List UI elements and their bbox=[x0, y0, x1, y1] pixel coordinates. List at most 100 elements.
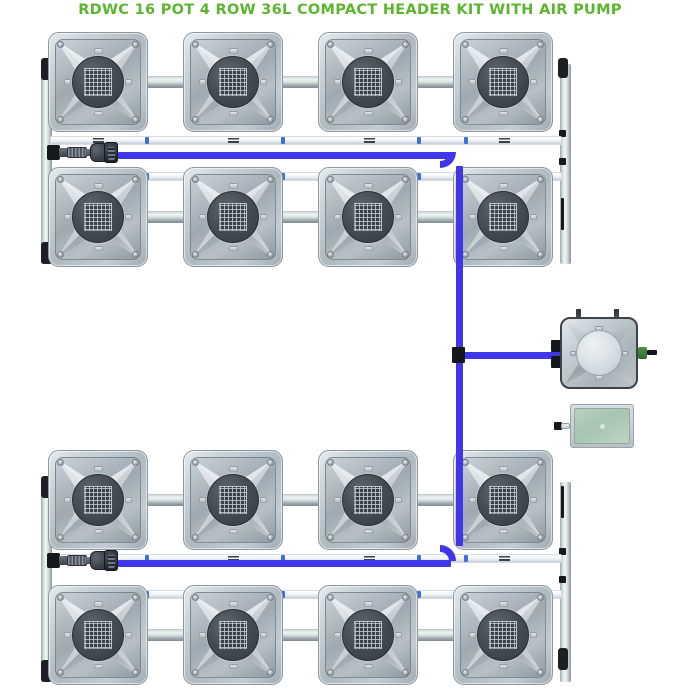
pot-r4c1[interactable] bbox=[48, 585, 148, 685]
pot-r2c1[interactable] bbox=[48, 167, 148, 267]
pot-tab-left bbox=[334, 497, 341, 503]
pot-tab-left bbox=[199, 79, 206, 85]
pot-lid[interactable] bbox=[207, 474, 259, 526]
pot-mesh-grid bbox=[84, 203, 112, 231]
pot-tab-right bbox=[125, 497, 132, 503]
pot-tab-right bbox=[260, 497, 267, 503]
valve-lower[interactable] bbox=[47, 550, 119, 571]
pot-tab-left bbox=[64, 214, 71, 220]
pot-corner-screw-tl bbox=[327, 594, 334, 601]
left-riser-bottom bbox=[41, 482, 52, 682]
pot-lid[interactable] bbox=[342, 474, 394, 526]
pot-tab-right bbox=[125, 214, 132, 220]
pot-corner-screw-br bbox=[132, 116, 139, 123]
pot-lid[interactable] bbox=[72, 191, 124, 243]
pot-tab-right bbox=[260, 79, 267, 85]
pot-tab-bottom bbox=[498, 246, 508, 251]
pot-corner-screw-tl bbox=[57, 594, 64, 601]
pot-lid[interactable] bbox=[477, 474, 529, 526]
pot-corner-screw-bl bbox=[192, 534, 199, 541]
pot-lid[interactable] bbox=[477, 56, 529, 108]
pot-mesh-grid bbox=[219, 203, 247, 231]
pot-lid[interactable] bbox=[72, 609, 124, 661]
reservoir-pump-pot[interactable] bbox=[560, 309, 638, 389]
air-pump-unit[interactable] bbox=[554, 404, 634, 448]
pot-tab-left bbox=[334, 214, 341, 220]
manifold-dot-r4-2 bbox=[281, 591, 285, 598]
right-riser-bottom-joint-b bbox=[559, 548, 566, 555]
pot-corner-screw-bl bbox=[192, 116, 199, 123]
blue-tube-upper-vertical bbox=[456, 166, 463, 355]
pot-tab-top bbox=[93, 601, 103, 607]
pot-lid[interactable] bbox=[477, 191, 529, 243]
pot-r2c3[interactable] bbox=[318, 167, 418, 267]
pot-lid[interactable] bbox=[342, 609, 394, 661]
valve-cap[interactable] bbox=[104, 550, 118, 571]
valve-upper[interactable] bbox=[47, 142, 119, 163]
blue-tube-upper-corner bbox=[440, 152, 456, 168]
pot-lid[interactable] bbox=[207, 56, 259, 108]
pot-r1c4[interactable] bbox=[453, 32, 553, 132]
pot-tab-top bbox=[228, 48, 238, 54]
pot-r2c2[interactable] bbox=[183, 167, 283, 267]
pot-lid[interactable] bbox=[342, 191, 394, 243]
pot-corner-screw-tl bbox=[462, 594, 469, 601]
manifold-dot-r4-3 bbox=[417, 591, 421, 598]
pot-r1c2[interactable] bbox=[183, 32, 283, 132]
blue-tube-pump-inlet-joint-b bbox=[551, 356, 561, 368]
connector-pipe-r2-c bbox=[416, 211, 456, 223]
left-riser-bottom-end-cap bbox=[41, 660, 52, 682]
pot-corner-screw-tl bbox=[57, 459, 64, 466]
reservoir-tab-right bbox=[622, 350, 628, 356]
pot-tab-right bbox=[395, 632, 402, 638]
pot-lid[interactable] bbox=[207, 191, 259, 243]
pot-mesh-grid bbox=[489, 203, 517, 231]
pot-lid[interactable] bbox=[342, 56, 394, 108]
valve-cap[interactable] bbox=[104, 142, 118, 163]
pot-r3c3[interactable] bbox=[318, 450, 418, 550]
right-riser-bottom-end-cap bbox=[558, 648, 568, 670]
pot-corner-screw-br bbox=[267, 534, 274, 541]
pot-tab-bottom bbox=[363, 111, 373, 116]
manifold-dot-r2-2 bbox=[281, 173, 285, 180]
pot-mesh-grid bbox=[84, 621, 112, 649]
right-riser-joint-b bbox=[559, 158, 566, 165]
right-riser-bottom-joint-a bbox=[561, 486, 564, 518]
connector-pipe-r4-b bbox=[281, 629, 321, 641]
blue-tube-lower-corner bbox=[440, 545, 456, 561]
pot-lid[interactable] bbox=[477, 609, 529, 661]
manifold-dot-r3-2 bbox=[281, 555, 285, 562]
valve-bulkhead-fitting bbox=[47, 145, 60, 160]
pot-r1c3[interactable] bbox=[318, 32, 418, 132]
pot-mesh-grid bbox=[84, 486, 112, 514]
pot-r2c4[interactable] bbox=[453, 167, 553, 267]
pot-tab-left bbox=[64, 632, 71, 638]
reservoir-lid[interactable] bbox=[576, 330, 622, 376]
pot-corner-screw-br bbox=[402, 669, 409, 676]
pot-tab-left bbox=[199, 632, 206, 638]
pot-lid[interactable] bbox=[207, 609, 259, 661]
pot-r4c3[interactable] bbox=[318, 585, 418, 685]
pot-corner-screw-tr bbox=[537, 176, 544, 183]
pot-r4c2[interactable] bbox=[183, 585, 283, 685]
valve-neck bbox=[86, 557, 92, 564]
pot-tab-right bbox=[125, 79, 132, 85]
pot-r3c2[interactable] bbox=[183, 450, 283, 550]
pot-lid[interactable] bbox=[72, 474, 124, 526]
pot-corner-screw-bl bbox=[327, 251, 334, 258]
connector-pipe-r3-b bbox=[281, 494, 321, 506]
pot-r3c4[interactable] bbox=[453, 450, 553, 550]
manifold-dot-r1-2 bbox=[281, 137, 285, 144]
pot-tab-bottom bbox=[93, 111, 103, 116]
manifold-tick-r1-4 bbox=[499, 138, 510, 143]
pot-tab-left bbox=[469, 632, 476, 638]
pot-corner-screw-tr bbox=[132, 594, 139, 601]
connector-pipe-r1-c bbox=[416, 76, 456, 88]
pot-tab-right bbox=[530, 79, 537, 85]
pot-r1c1[interactable] bbox=[48, 32, 148, 132]
pot-mesh-grid bbox=[354, 203, 382, 231]
pot-corner-screw-tr bbox=[402, 41, 409, 48]
pot-r4c4[interactable] bbox=[453, 585, 553, 685]
pot-lid[interactable] bbox=[72, 56, 124, 108]
pot-r3c1[interactable] bbox=[48, 450, 148, 550]
